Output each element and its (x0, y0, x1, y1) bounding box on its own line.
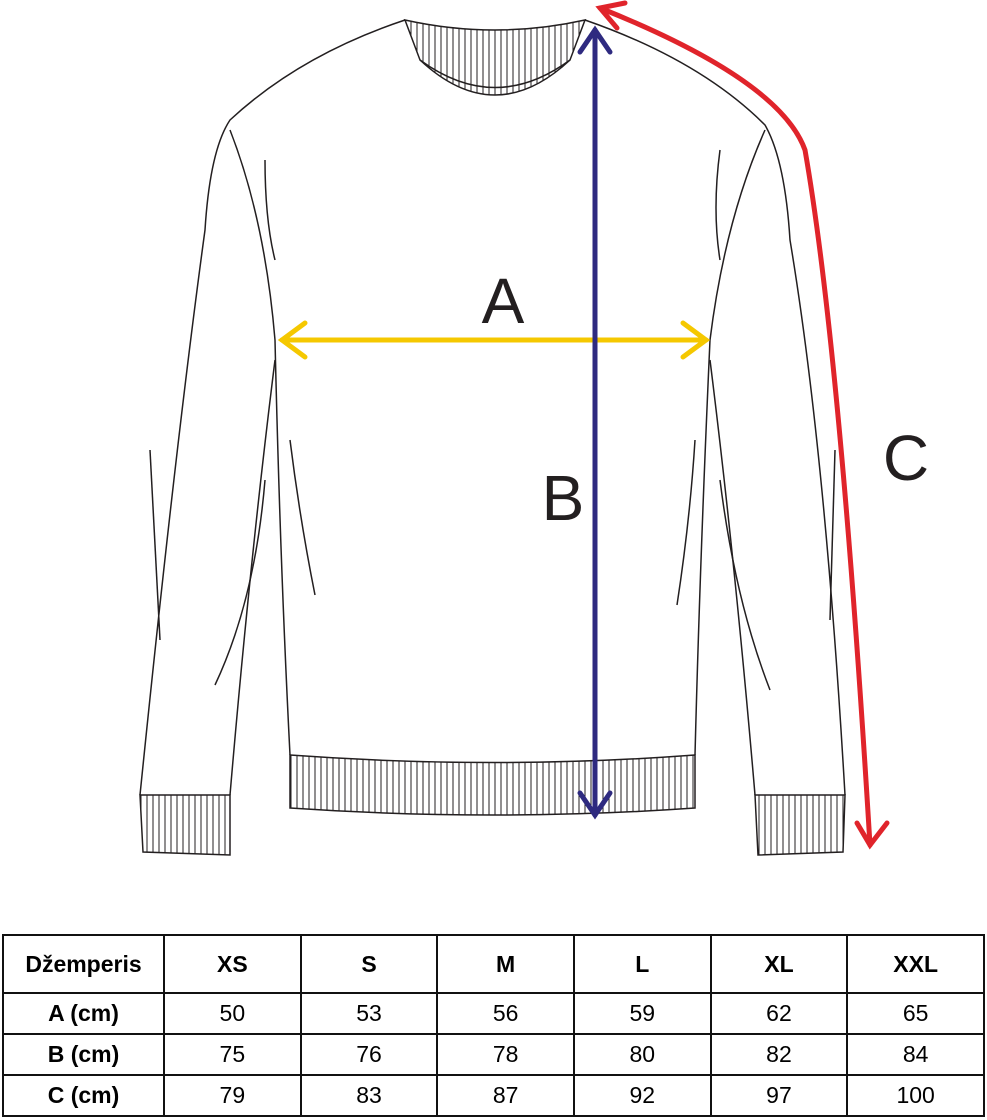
table-cell: 59 (572, 992, 712, 1035)
table-cell: 53 (299, 992, 439, 1035)
table-cell: 84 (846, 1033, 985, 1076)
row-label: A (cm) (2, 992, 165, 1035)
table-cell: 62 (709, 992, 849, 1035)
header-cell: XS (163, 934, 302, 994)
table-cell: 100 (846, 1074, 985, 1117)
table-cell: 87 (436, 1074, 575, 1117)
table-cell: 82 (709, 1033, 849, 1076)
table-cell: 92 (572, 1074, 712, 1117)
table-cell: 56 (436, 992, 575, 1035)
table-header-row: Džemperis XS S M L XL XXL (2, 934, 985, 994)
table-cell: 80 (572, 1033, 712, 1076)
header-cell: S (299, 934, 439, 994)
header-cell: Džemperis (2, 934, 165, 994)
table-row: A (cm) 50 53 56 59 62 65 (2, 992, 985, 1035)
table-cell: 75 (163, 1033, 302, 1076)
table-cell: 83 (299, 1074, 439, 1117)
table-cell: 79 (163, 1074, 302, 1117)
label-a: A (482, 265, 525, 337)
size-table: Džemperis XS S M L XL XXL A (cm) 50 53 5… (2, 934, 985, 1117)
table-row: B (cm) 75 76 78 80 82 84 (2, 1033, 985, 1076)
measure-b-arrow (577, 25, 613, 820)
label-b: B (542, 462, 585, 534)
measure-c-arrow (595, 0, 890, 850)
label-c: C (883, 422, 929, 494)
table-row: C (cm) 79 83 87 92 97 100 (2, 1074, 985, 1117)
header-cell: XXL (846, 934, 985, 994)
measure-a-arrow (277, 320, 711, 360)
table-cell: 76 (299, 1033, 439, 1076)
table-cell: 78 (436, 1033, 575, 1076)
row-label: C (cm) (2, 1074, 165, 1117)
table-cell: 97 (709, 1074, 849, 1117)
row-label: B (cm) (2, 1033, 165, 1076)
header-cell: L (572, 934, 712, 994)
header-cell: M (436, 934, 575, 994)
sweater-diagram: A B C (139, 0, 929, 856)
table-cell: 65 (846, 992, 985, 1035)
sweater-outline (139, 18, 846, 856)
table-cell: 50 (163, 992, 302, 1035)
header-cell: XL (709, 934, 849, 994)
